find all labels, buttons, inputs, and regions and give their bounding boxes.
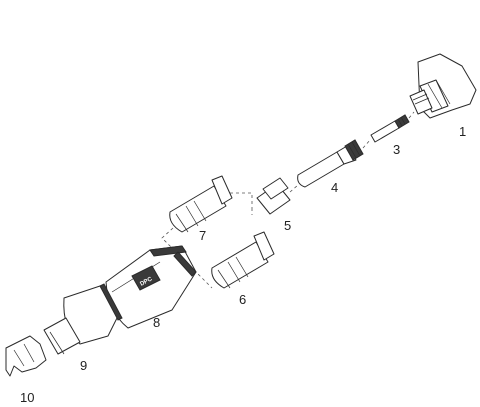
shield-cup-part: DPC (105, 245, 197, 329)
retaining-cap-part (43, 283, 123, 355)
swirl-ring-part (297, 138, 372, 188)
label-part-1: 1 (459, 124, 466, 139)
label-part-7: 7 (199, 228, 206, 243)
label-part-8: 8 (153, 315, 160, 330)
torch-head-part (409, 53, 477, 119)
standoff-part (5, 335, 47, 377)
nozzle-part-6 (211, 231, 275, 289)
electrode-part (370, 111, 415, 143)
label-part-9: 9 (80, 358, 87, 373)
label-part-10: 10 (20, 390, 34, 405)
label-part-6: 6 (239, 292, 246, 307)
label-part-3: 3 (393, 142, 400, 157)
nozzle-part-7 (169, 175, 233, 233)
label-part-5: 5 (284, 218, 291, 233)
tip-part (256, 177, 299, 215)
label-part-4: 4 (331, 180, 338, 195)
shield-cup-stamp: DPC (139, 276, 154, 288)
